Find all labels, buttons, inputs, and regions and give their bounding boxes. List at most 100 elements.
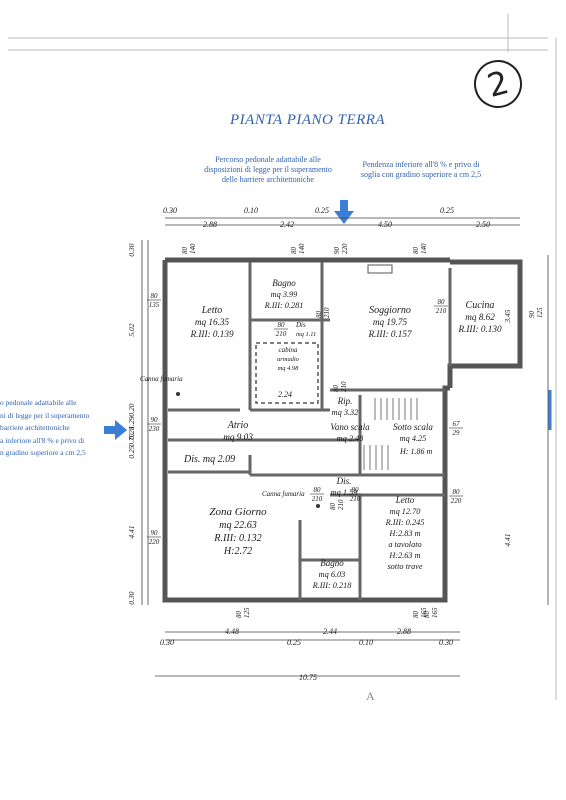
opening-height: 135 [149, 301, 160, 309]
room-detail: mq 16.35 [195, 317, 230, 327]
room-detail: H:2.72 [223, 546, 252, 557]
dimension-label: 5.02 [127, 323, 136, 336]
room-name: Letto [395, 495, 415, 505]
dimension-label: 3.45 [503, 309, 512, 323]
dimension-label: 4.48 [225, 627, 239, 636]
room-detail: mq 1.11 [296, 331, 316, 338]
dimension-label: 2.42 [280, 220, 294, 229]
opening-width: 80 [235, 611, 243, 619]
opening-height: 140 [420, 243, 428, 254]
room-name: Zona Giorno [209, 506, 267, 518]
plan-title: PIANTA PIANO TERRA [230, 112, 386, 128]
section-mark: A [366, 689, 375, 703]
opening-width: 80 [352, 486, 360, 494]
note-line: o pedonale adattabile alle [0, 398, 77, 407]
stair-height-label: H: 1.86 m [399, 447, 432, 456]
note-line: a inferiore all'8 % e privo di [0, 435, 85, 445]
opening-height: 29 [453, 429, 461, 437]
room-detail: mq 4.25 [400, 434, 427, 443]
dimension-label: 0.30 [439, 638, 453, 647]
room-name: Bagno [320, 558, 344, 568]
dimension-label: 4.41 [503, 533, 512, 546]
room-name: Dis [295, 321, 306, 329]
dimension-label: 4.50 [378, 220, 392, 229]
room-name: Rip. [337, 396, 353, 406]
opening-height: 210 [436, 307, 447, 315]
opening-width: 80 [438, 298, 446, 306]
opening-width: 80 [181, 247, 189, 255]
opening-width: 80 [314, 486, 322, 494]
dimension-label: 2.44 [323, 627, 337, 636]
room-detail: R.III: 0.132 [213, 533, 261, 544]
dimension-label: 2.50 [476, 220, 490, 229]
arrow-down-icon [334, 200, 354, 224]
room-detail: mq 3.99 [271, 290, 298, 299]
note-line: Pendenza inferiore all'8 % e privo di [362, 160, 480, 169]
opening-width: 80 [151, 292, 159, 300]
room-detail: sotto trave [387, 562, 422, 571]
note-line: ni di legge per il superamento [0, 410, 90, 420]
room-name: Dis. [336, 476, 352, 486]
dimension-label: 0.28 [127, 426, 136, 439]
opening-width: 80 [315, 311, 323, 319]
dimension-label: 0.30 [163, 206, 177, 215]
room-detail: mq 22.63 [219, 520, 257, 531]
room-detail: mq 4.98 [278, 365, 300, 372]
note-line: soglia con gradino superiore a cm 2,5 [360, 170, 482, 179]
opening-height: 230 [149, 425, 160, 433]
dimension-label: 0.20 [127, 403, 136, 416]
room-detail: R.III: 0.281 [264, 301, 304, 310]
room-name: cabina [278, 346, 298, 354]
room-detail: R.III: 0.245 [385, 518, 425, 527]
opening-height: 210 [323, 307, 331, 318]
note-top-right: Pendenza inferiore all'8 % e privo di so… [346, 160, 496, 180]
note-line: Percorso pedonale adattabile alle [215, 155, 321, 164]
room-detail: mq 6.03 [319, 570, 346, 579]
dimension-label: 0.25 [315, 206, 329, 215]
dimension-label: 0.70 [127, 433, 136, 446]
opening-height: 140 [298, 243, 306, 254]
dimension-label: 0.25 [440, 206, 454, 215]
opening-height: 220 [341, 243, 349, 254]
room-name: Atrio [227, 420, 249, 431]
opening-height: 210 [340, 381, 348, 392]
arrow-right-icon [104, 420, 127, 440]
opening-width: 80 [423, 611, 431, 619]
opening-height: 220 [451, 497, 462, 505]
room-name: Letto [201, 305, 223, 316]
opening-width: 80 [278, 321, 286, 329]
dimension-label: 0.10 [244, 206, 258, 215]
note-line: n gradino superiore a cm 2,5 [0, 448, 86, 457]
opening-width: 90 [151, 529, 159, 537]
room-detail: a tavolato [388, 540, 421, 549]
opening-height: 210 [312, 495, 323, 503]
opening-height: 125 [243, 607, 251, 618]
room-detail: R.III: 0.139 [189, 329, 234, 339]
room-detail: mq 2.48 [337, 434, 365, 443]
dimension-label: 0.10 [359, 638, 373, 647]
cabina-outline [255, 342, 319, 404]
opening-width: 80 [290, 247, 298, 255]
note-top-left: Percorso pedonale adattabile alle dispos… [193, 155, 343, 185]
flue-icon [316, 504, 320, 508]
note-line: disposizioni di legge per il superamento [204, 165, 332, 174]
room-detail: R.III: 0.218 [312, 581, 353, 590]
opening-height: 210 [337, 499, 345, 510]
dimension-label: 4.41 [127, 525, 136, 538]
opening-width: 90 [333, 247, 341, 255]
